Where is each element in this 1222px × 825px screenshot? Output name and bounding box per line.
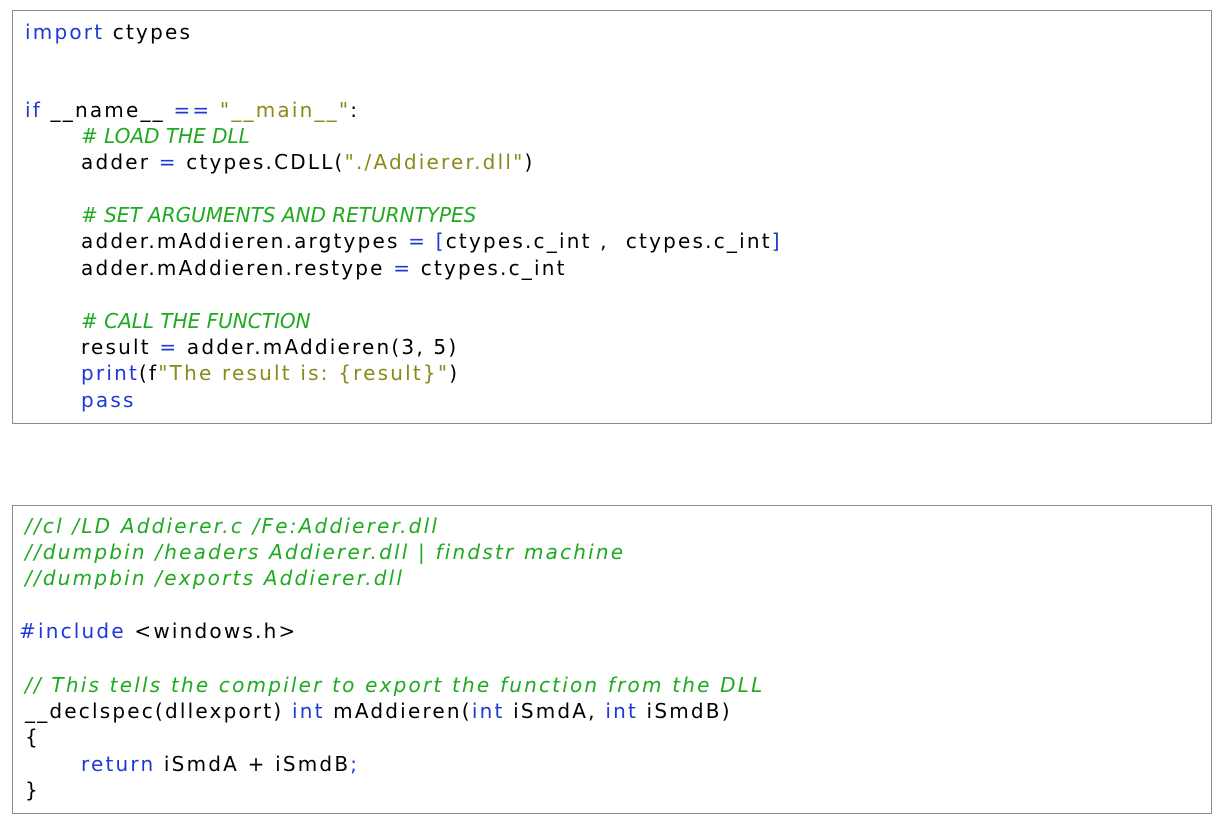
code-comment: //cl /LD Addierer.c /Fe:Addierer.dll: [25, 514, 440, 538]
code-line: return iSmdA + iSmdB;: [81, 752, 360, 776]
python-code-listing: import ctypes if __name__ == "__main__":…: [12, 10, 1212, 424]
code-comment: // This tells the compiler to export the…: [25, 673, 765, 697]
code-line: #include <windows.h>: [19, 619, 298, 643]
code-comment: //dumpbin /exports Addierer.dll: [25, 566, 405, 590]
code-comment: # CALL THE FUNCTION: [81, 309, 311, 333]
code-line: }: [25, 778, 40, 802]
code-line: adder = ctypes.CDLL("./Addierer.dll"): [81, 150, 535, 174]
c-code-listing: //cl /LD Addierer.c /Fe:Addierer.dll //d…: [12, 505, 1212, 814]
code-comment: # LOAD THE DLL: [81, 124, 250, 148]
code-line: pass: [81, 388, 136, 412]
code-comment: # SET ARGUMENTS AND RETURNTYPES: [81, 203, 477, 227]
code-line: print(f"The result is: {result}"): [81, 361, 460, 385]
code-line: import ctypes: [25, 20, 193, 44]
code-line: result = adder.mAddieren(3, 5): [81, 335, 459, 359]
code-line: adder.mAddieren.restype = ctypes.c_int: [81, 256, 567, 280]
code-line: __declspec(dllexport) int mAddieren(int …: [25, 699, 732, 723]
code-comment: //dumpbin /headers Addierer.dll | findst…: [25, 540, 626, 564]
code-line: {: [25, 725, 40, 749]
code-line: adder.mAddieren.argtypes = [ctypes.c_int…: [81, 229, 782, 253]
code-line: if __name__ == "__main__":: [25, 98, 360, 122]
